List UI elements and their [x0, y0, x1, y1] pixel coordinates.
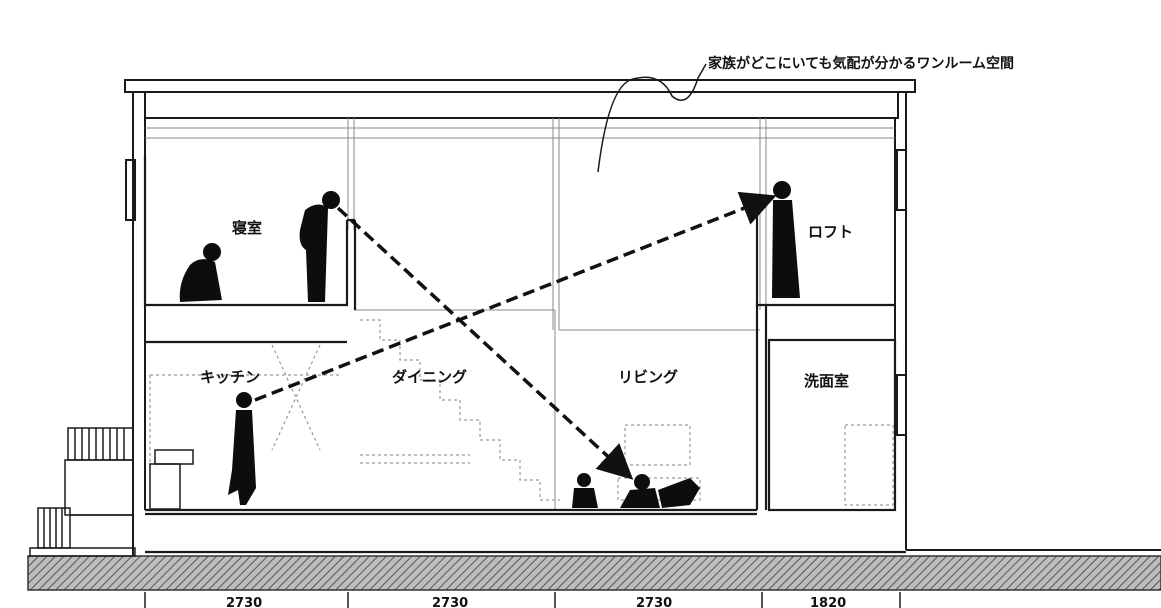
- roof: [124, 79, 916, 119]
- exterior-steps: [29, 427, 136, 557]
- room-label-kitchen: キッチン: [200, 368, 260, 386]
- person-standing-bedroom: [299, 191, 340, 302]
- sight-lines: [254, 191, 777, 480]
- figures: [179, 181, 800, 508]
- room-label-bedroom: 寝室: [232, 219, 262, 237]
- kitchen-sink: [149, 449, 194, 510]
- dimension-ticks: [144, 592, 901, 608]
- room-label-washroom: 洗面室: [804, 372, 849, 390]
- annotation-text: 家族がどこにいても気配が分かるワンルーム空間: [708, 55, 1014, 72]
- person-sitting-bedroom: [179, 243, 222, 302]
- floor-lines: [145, 340, 906, 554]
- person-kitchen: [228, 392, 256, 505]
- room-label-loft: ロフト: [808, 223, 853, 241]
- stairs-dotted: [149, 319, 894, 506]
- annotation-leader: [597, 63, 707, 173]
- washroom-box: [767, 338, 897, 512]
- dimension-label: 2730: [226, 596, 262, 608]
- dimension-label: 2730: [636, 596, 672, 608]
- room-label-living: リビング: [618, 368, 678, 386]
- dimension-label: 2730: [432, 596, 468, 608]
- dimension-label: 1820: [810, 596, 846, 608]
- people-living: [572, 473, 700, 508]
- grid-lines: [145, 118, 895, 510]
- person-loft: [772, 181, 800, 298]
- ground-hatch: [27, 555, 1161, 591]
- loft-box: [755, 200, 896, 510]
- room-label-dining: ダイニング: [392, 368, 467, 386]
- bedroom-box: [143, 155, 357, 310]
